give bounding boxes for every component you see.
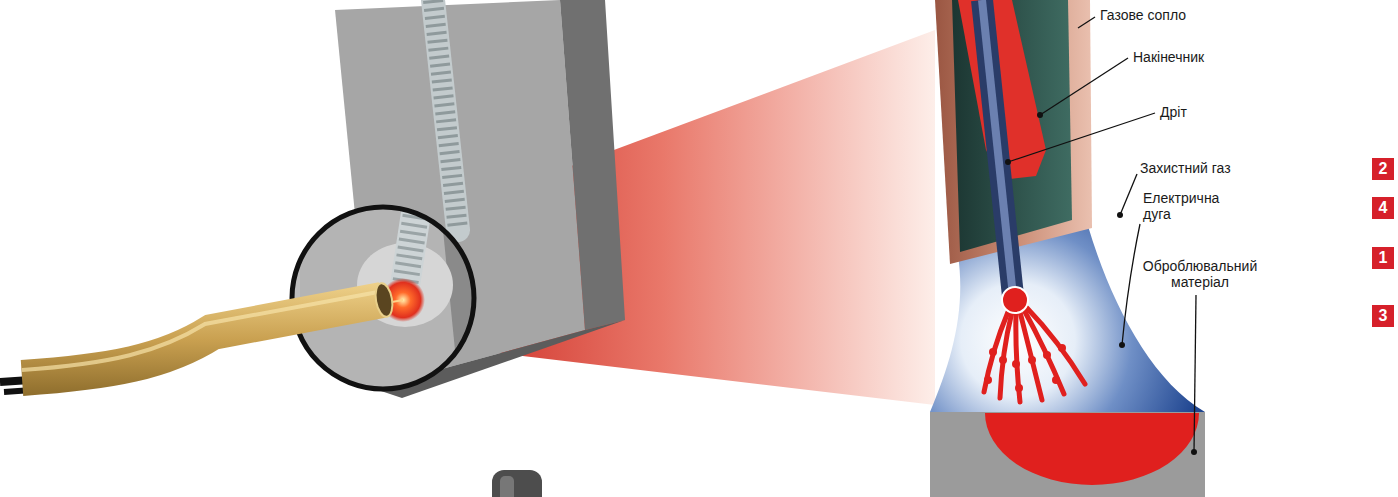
weld-bead-ripples [433,0,458,230]
arc-ray [1000,312,1012,398]
droplet [1015,384,1023,392]
wire-tip [392,300,403,302]
electric-arc [984,308,1085,402]
workpiece [930,412,1205,497]
part-label: Накінечник [1133,49,1204,65]
torch-highlight [22,292,378,370]
arc-ray [1024,310,1064,394]
droplet [1043,351,1051,359]
leader-dot [1117,212,1123,218]
partial-object-highlight [500,476,514,497]
leader-line [1122,224,1140,345]
leader-line [1008,113,1155,162]
callout-number: 3 [1372,305,1394,327]
callout-number: 2 [1372,158,1394,180]
callout-number: 4 [1372,197,1394,219]
droplet [1058,344,1066,352]
leader-line [1194,295,1196,452]
leader-lines [1008,17,1196,452]
droplet [1028,356,1036,364]
droplet [999,356,1007,364]
droplet [984,376,992,384]
weld-bead [433,0,458,230]
torch-nozzle-opening [373,282,395,318]
arc-ray [1027,308,1085,384]
wire [982,0,1013,296]
part-label: Газове сопло [1100,7,1186,23]
part-label: Захистний газ [1140,160,1231,176]
callout-number: 1 [1372,247,1394,269]
weld-pool [985,413,1199,485]
droplet [989,348,997,356]
wire-droplet [1002,287,1028,313]
block-side [560,0,625,330]
leader-dot [1119,342,1125,348]
arc-droplets [984,344,1066,392]
droplet [1012,360,1020,368]
partial-object [492,470,542,497]
leader-dot [1005,159,1011,165]
welding-torch [0,282,395,392]
leader-line [1040,58,1128,115]
wire-edge [982,0,1013,296]
part-label: Електрична дуга [1143,190,1235,222]
part-label: Оброблювальний матеріал [1130,258,1270,290]
leader-dot [1037,112,1043,118]
part-label: Дріт [1160,104,1187,120]
leader-dot [1191,449,1197,455]
leader-line [1120,174,1137,215]
droplet [1052,376,1060,384]
leader-line [1078,17,1095,28]
